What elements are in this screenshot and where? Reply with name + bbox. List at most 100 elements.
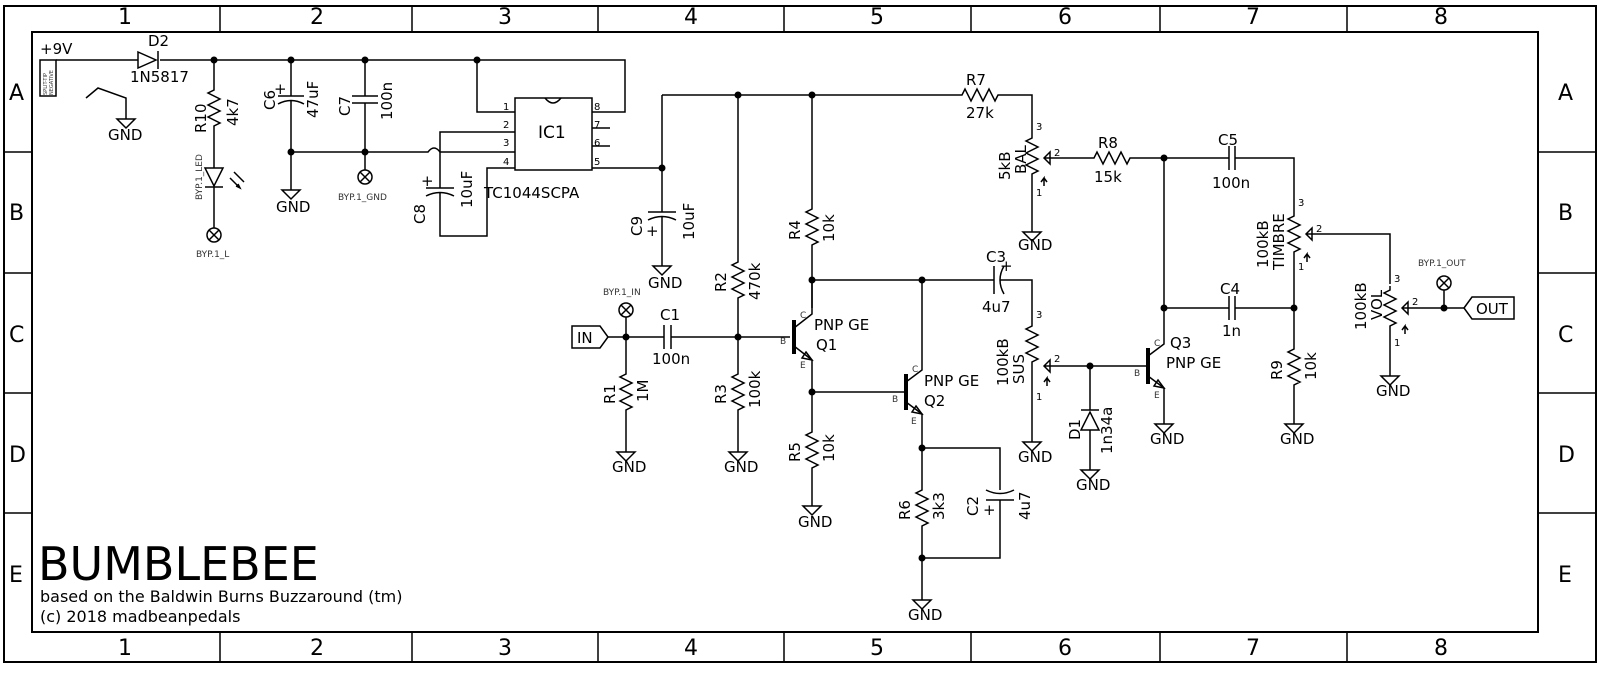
col-label-bottom: 5 <box>870 636 884 661</box>
r6-resistor: R6 3k3 GND <box>896 448 948 624</box>
svg-text:10k: 10k <box>820 214 838 242</box>
q1-transistor: C B E PNP GE Q1 <box>780 280 869 392</box>
svg-text:PNP GE: PNP GE <box>924 372 979 390</box>
svg-text:C6: C6 <box>261 90 279 110</box>
svg-text:SUS: SUS <box>1010 354 1028 384</box>
r7-resistor: R7 27k <box>957 71 1003 122</box>
timbre-potentiometer: 3 2 1 100kB TIMBRE <box>1254 198 1391 345</box>
svg-text:BYP.1_IN: BYP.1_IN <box>603 288 641 298</box>
led-indicator: BYP.1_LED BYP.1_L <box>195 154 245 260</box>
svg-text:C4: C4 <box>1220 280 1240 298</box>
svg-text:1: 1 <box>1036 188 1042 199</box>
col-label-top: 4 <box>684 5 698 30</box>
svg-text:15k: 15k <box>1094 168 1122 186</box>
svg-text:IN: IN <box>577 329 593 347</box>
svg-text:C7: C7 <box>336 96 354 116</box>
svg-text:PNP GE: PNP GE <box>1166 354 1221 372</box>
svg-text:+: + <box>274 80 287 98</box>
svg-text:R7: R7 <box>966 71 986 89</box>
svg-text:100n: 100n <box>652 350 690 368</box>
svg-text:PNP GE: PNP GE <box>814 316 869 334</box>
svg-text:8: 8 <box>594 102 600 113</box>
svg-text:D2: D2 <box>148 32 169 50</box>
row-label-left: D <box>9 443 26 468</box>
schematic-copyright: (c) 2018 madbeanpedals <box>40 607 240 626</box>
svg-text:2: 2 <box>1412 297 1418 308</box>
svg-text:C3: C3 <box>986 248 1006 266</box>
svg-text:C9: C9 <box>628 216 646 236</box>
svg-text:C: C <box>800 311 806 321</box>
c1-capacitor: C1 100n <box>652 306 690 368</box>
output-pad: BYP.1_OUT <box>1418 259 1466 308</box>
svg-text:GND: GND <box>1018 236 1052 254</box>
svg-text:GND: GND <box>612 458 646 476</box>
svg-text:R1: R1 <box>601 384 619 404</box>
col-label-top: 1 <box>118 5 132 30</box>
grid-dividers <box>4 6 1596 662</box>
q3-transistor: C B E Q3 PNP GE GND <box>1134 158 1221 448</box>
c2-capacitor: C2 + 4u7 <box>922 447 1034 559</box>
svg-text:1: 1 <box>1394 338 1400 349</box>
svg-text:R9: R9 <box>1268 360 1286 380</box>
svg-text:3: 3 <box>1394 274 1400 285</box>
svg-text:TC1044SCPA: TC1044SCPA <box>483 184 580 202</box>
svg-text:2: 2 <box>503 120 509 131</box>
svg-text:D1: D1 <box>1066 419 1084 440</box>
col-label-bottom: 7 <box>1246 636 1260 661</box>
svg-text:2: 2 <box>1054 148 1060 159</box>
svg-text:GND: GND <box>1280 430 1314 448</box>
svg-text:GND: GND <box>908 606 942 624</box>
row-label-right: E <box>1558 563 1572 588</box>
svg-text:3: 3 <box>1036 310 1042 321</box>
col-label-top: 3 <box>498 5 512 30</box>
inner-frame <box>31 31 1539 633</box>
svg-text:1: 1 <box>1036 392 1042 403</box>
svg-text:Q2: Q2 <box>924 392 945 410</box>
svg-text:100kB: 100kB <box>1352 282 1370 330</box>
svg-text:R6: R6 <box>896 500 914 520</box>
svg-text:10uF: 10uF <box>680 203 698 240</box>
svg-text:IC1: IC1 <box>538 123 566 143</box>
svg-text:GND: GND <box>1076 476 1110 494</box>
ic1-charge-pump: IC1 TC1044SCPA 1 2 3 4 5 6 7 8 <box>476 60 662 202</box>
svg-text:+: + <box>1000 257 1013 275</box>
supply-label: +9V <box>40 40 73 58</box>
row-label-left: B <box>9 201 24 226</box>
svg-text:B: B <box>780 337 786 347</box>
col-label-bottom: 3 <box>498 636 512 661</box>
row-label-right: B <box>1558 201 1573 226</box>
svg-text:1: 1 <box>503 102 509 113</box>
svg-text:5: 5 <box>594 157 600 168</box>
col-label-top: 2 <box>310 5 324 30</box>
svg-text:100kB: 100kB <box>994 338 1012 386</box>
svg-text:1N5817: 1N5817 <box>130 68 189 86</box>
svg-text:TIMBRE: TIMBRE <box>1270 213 1288 271</box>
svg-text:R10: R10 <box>192 103 210 133</box>
svg-text:+: + <box>646 222 659 240</box>
svg-text:1M: 1M <box>634 380 652 403</box>
svg-text:SPLIT-TIP: SPLIT-TIP <box>43 73 49 95</box>
r10-resistor: R10 4k7 <box>192 60 242 168</box>
svg-text:4u7: 4u7 <box>1016 491 1034 520</box>
svg-text:BAL: BAL <box>1012 144 1030 174</box>
dc-jack: SPLIT-TIP NEGATIVE +9V <box>39 40 73 97</box>
svg-text:100n: 100n <box>378 82 396 120</box>
svg-text:4u7: 4u7 <box>982 298 1011 316</box>
c6-capacitor: C6 + 47uF GND <box>261 60 322 216</box>
svg-text:GND: GND <box>276 198 310 216</box>
svg-text:E: E <box>911 417 917 427</box>
outer-frame <box>3 5 1597 663</box>
svg-text:R5: R5 <box>786 442 804 462</box>
r4-resistor: R4 10k <box>786 95 838 308</box>
svg-text:4: 4 <box>503 157 509 168</box>
svg-text:3: 3 <box>1298 198 1304 209</box>
grid-labels: 1 2 3 4 5 6 7 8 1 2 3 4 5 6 7 8 A B C D … <box>9 5 1575 661</box>
svg-text:C5: C5 <box>1218 131 1238 149</box>
jack-ground: GND <box>85 87 142 144</box>
row-label-right: C <box>1558 323 1573 348</box>
svg-text:1n34a: 1n34a <box>1098 407 1116 454</box>
c4-capacitor: C4 1n <box>1164 280 1294 340</box>
svg-text:C1: C1 <box>660 306 680 324</box>
svg-text:470k: 470k <box>746 262 764 300</box>
sus-potentiometer: 3 2 1 100kB SUS GND <box>994 310 1146 466</box>
